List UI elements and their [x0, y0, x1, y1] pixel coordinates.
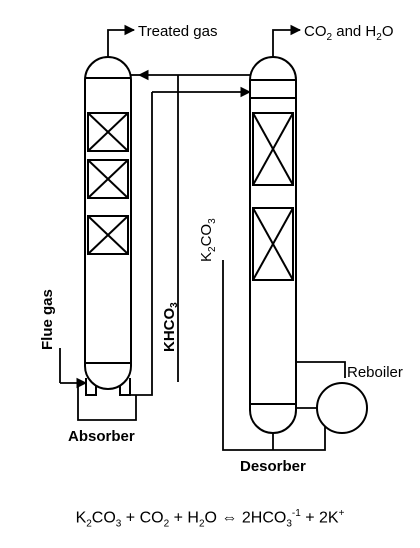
- desorber-bottom-line: [222, 260, 326, 451]
- reboiler-line: [296, 361, 346, 378]
- absorber-packing-3: [87, 215, 129, 255]
- absorber-shell: [84, 56, 132, 390]
- reboiler-label: Reboiler: [347, 364, 403, 381]
- desorber-packing-1: [252, 112, 294, 186]
- absorber-support-right: [119, 378, 131, 396]
- co2-outlet-line: [272, 24, 302, 57]
- k2co3-label: K2CO3: [198, 218, 218, 262]
- desorber-column: [249, 56, 297, 434]
- treated-gas-label: Treated gas: [138, 23, 218, 40]
- absorber-packing-1: [87, 112, 129, 152]
- equilibrium-arrow: ⇔: [216, 509, 242, 527]
- desorber-packing-2: [252, 207, 294, 281]
- desorber-shell: [249, 56, 297, 434]
- khco3-label: KHCO3: [161, 302, 180, 352]
- desorber-label: Desorber: [240, 458, 306, 475]
- process-diagram: Treated gas CO2 and H2O Flue gas KHCO3 K…: [39, 23, 403, 475]
- absorber-column: [84, 56, 132, 396]
- co2-h2o-label: CO2 and H2O: [304, 23, 394, 43]
- absorber-packing-2: [87, 159, 129, 199]
- treated-gas-line: [107, 24, 136, 57]
- absorber-label: Absorber: [68, 428, 135, 445]
- flue-gas-label: Flue gas: [39, 289, 56, 350]
- khco3-line: [131, 92, 153, 396]
- piping: [59, 24, 346, 451]
- reaction-equation: K2CO3 + CO2 + H2O ⇔ 2HCO3-1 + 2K+: [75, 508, 345, 530]
- absorber-bottom-line: [77, 383, 137, 421]
- reboiler-vessel: [316, 382, 368, 434]
